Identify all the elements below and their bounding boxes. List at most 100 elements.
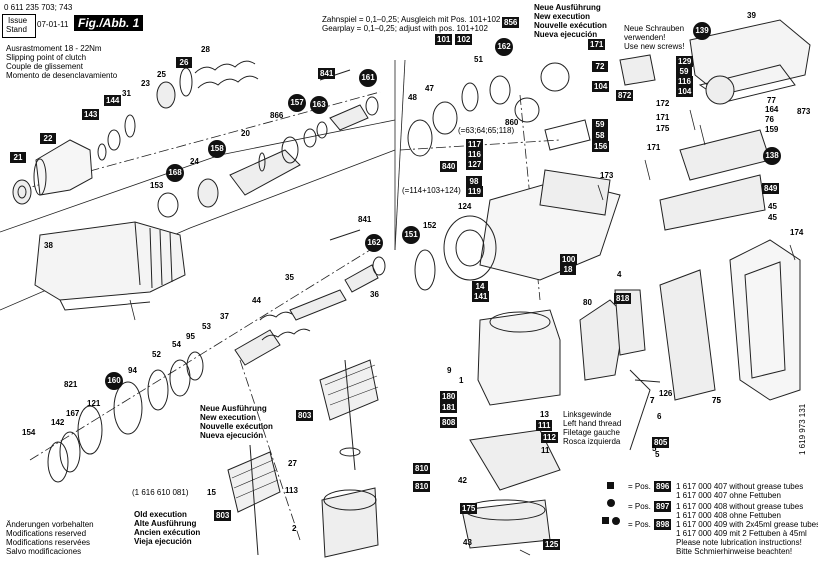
- part-label-plain: 51: [474, 55, 483, 64]
- new-exec-top-3: Nouvelle exécution: [534, 21, 607, 30]
- switch-and-cable: [579, 289, 661, 451]
- chuck-parts: [12, 60, 379, 218]
- part-label-plain: 44: [252, 296, 261, 305]
- legend-symbols-icon: [602, 482, 620, 525]
- legend-note-1: Please note lubrication instructions!: [676, 538, 802, 547]
- part-label-square: 180: [440, 391, 458, 402]
- part-label-plain: 152: [423, 221, 437, 230]
- new-exec-top-4: Nueva ejecución: [534, 30, 598, 39]
- part-label-plain: 126: [659, 389, 673, 398]
- part-label-square: 143: [82, 109, 100, 120]
- part-label-square: 841: [318, 68, 336, 79]
- part-label-square: 808: [440, 417, 458, 428]
- part-label-square: 803: [296, 410, 314, 421]
- part-label-plain: 873: [797, 107, 811, 116]
- part-label-square: 116: [676, 76, 693, 87]
- figure-title: Fig./Abb. 1: [74, 15, 144, 31]
- part-label-plain: 35: [285, 273, 294, 282]
- screws: [129, 109, 796, 556]
- legend-896-line1: 1 617 000 407 without grease tubes: [676, 482, 804, 491]
- changes-4: Salvo modificaciones: [6, 547, 82, 556]
- part-label-square: 111: [536, 420, 553, 431]
- part-label-plain: 24: [190, 157, 199, 166]
- part-label-plain: 9: [447, 366, 452, 375]
- old-exec-2: Alte Ausführung: [134, 519, 197, 528]
- armature-note-4: Nueva ejecución: [200, 431, 264, 440]
- part-label-circle: 157: [288, 94, 306, 112]
- part-label-plain: 23: [141, 79, 150, 88]
- part-label-plain: 43: [463, 538, 472, 547]
- model-code: 0 611 235 703; 743: [4, 3, 73, 12]
- part-label-plain: 113: [285, 486, 298, 495]
- part-label-square: 129: [676, 56, 694, 67]
- part-label-plain: 54: [172, 340, 181, 349]
- clutch-note-2: Slipping point of clutch: [6, 53, 87, 62]
- gear-housing-center: [407, 62, 621, 281]
- part-label-square: 104: [676, 86, 694, 97]
- part-label-plain: 841: [358, 215, 372, 224]
- part-label-plain: 5: [655, 450, 660, 459]
- part-label-plain: 94: [128, 366, 137, 375]
- part-label-plain: 25: [157, 70, 166, 79]
- part-label-square: 18: [560, 264, 576, 275]
- part-label-square: 102: [455, 34, 473, 45]
- part-label-square: 112: [541, 432, 558, 443]
- new-screws-1: Neue Schrauben: [624, 24, 685, 33]
- new-screws-3: Use new screws!: [624, 42, 685, 51]
- part-label-plain: 5: [652, 444, 657, 453]
- rear-handle: [659, 239, 801, 401]
- part-label-circle: 163: [310, 96, 328, 114]
- armature-code: (1 616 610 081): [132, 488, 189, 497]
- top-cover: [619, 19, 811, 231]
- legend-896-line2: 1 617 000 407 ohne Fettuben: [676, 491, 781, 500]
- part-label-square: 818: [614, 293, 632, 304]
- part-label-plain: 39: [747, 11, 756, 20]
- part-label-plain: 159: [765, 125, 779, 134]
- part-label-plain: 167: [66, 409, 80, 418]
- part-label-plain: 866: [270, 111, 284, 120]
- part-label-square: 98: [466, 176, 482, 187]
- gear-sum-1: (=63;64;65;118): [458, 126, 515, 135]
- part-label-plain: 821: [64, 380, 78, 389]
- armature-note-1: Neue Ausführung: [200, 404, 267, 413]
- part-label-plain: 28: [201, 45, 210, 54]
- new-exec-top-1: Neue Ausführung: [534, 3, 601, 12]
- part-label-plain: 142: [51, 418, 65, 427]
- piston-parts: [47, 249, 436, 483]
- part-label-plain: 124: [458, 202, 472, 211]
- part-label-circle: 160: [105, 372, 123, 390]
- old-exec-1: Old execution: [134, 510, 187, 519]
- part-label-square: 181: [440, 402, 458, 413]
- part-label-plain: 77: [767, 96, 776, 105]
- part-label-plain: 75: [712, 396, 721, 405]
- part-label-plain: 7: [650, 396, 655, 405]
- clutch-note-4: Momento de desenclavamiento: [6, 71, 118, 80]
- part-label-plain: 154: [22, 428, 36, 437]
- gear-sum-2: (=114+103+124): [402, 186, 461, 195]
- part-label-square: 175: [460, 503, 478, 514]
- legend-898-line2: 1 617 000 409 mit 2 Fettuben à 45ml: [676, 529, 807, 538]
- left-thread-1: Linksgewinde: [563, 410, 612, 419]
- clutch-note-1: Ausrastmoment 18 - 22Nm: [6, 44, 102, 53]
- part-label-square: 144: [104, 95, 122, 106]
- part-label-square: 141: [472, 291, 490, 302]
- clutch-note-3: Couple de glissement: [6, 62, 83, 71]
- legend-prefix-898: = Pos.: [628, 520, 651, 529]
- part-label-plain: 164: [765, 105, 779, 114]
- part-label-square: 803: [214, 510, 232, 521]
- part-label-plain: 6: [657, 412, 662, 421]
- part-label-plain: 13: [540, 410, 549, 419]
- part-label-plain: 1: [459, 376, 464, 385]
- legend-898-line1: 1 617 000 409 with 2x45ml grease tubes: [676, 520, 818, 529]
- part-label-plain: 172: [656, 99, 670, 108]
- part-label-plain: 48: [408, 93, 417, 102]
- legend-897-line1: 1 617 000 408 without grease tubes: [676, 502, 804, 511]
- part-label-circle: 158: [208, 140, 226, 158]
- part-label-square: 26: [176, 57, 192, 68]
- part-label-square: 104: [592, 81, 610, 92]
- part-label-plain: 45: [768, 202, 777, 211]
- armature-note-2: New execution: [200, 413, 257, 422]
- part-label-plain: 95: [186, 332, 195, 341]
- issue-date: 07-01-11: [37, 20, 69, 29]
